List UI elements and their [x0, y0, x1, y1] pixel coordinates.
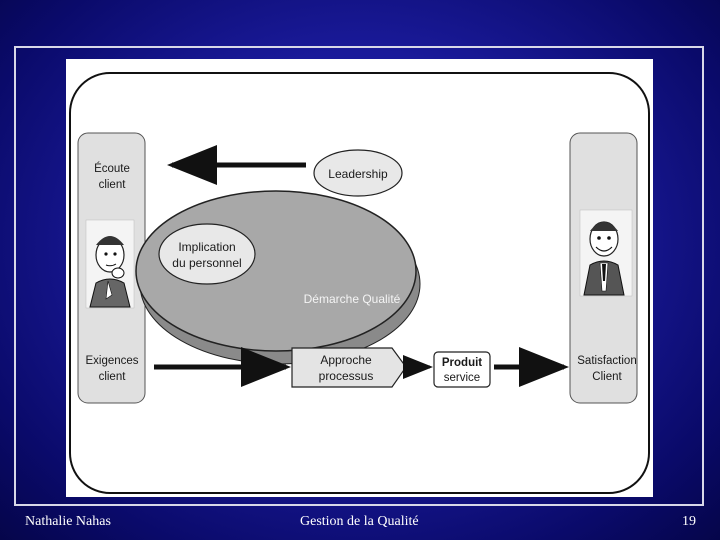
diagram-area: Leadership Implication du personnel Déma…	[66, 59, 653, 497]
footer-title: Gestion de la Qualité	[300, 514, 419, 529]
footer-author: Nathalie Nahas	[25, 514, 111, 529]
produit-label-line1: Produit	[442, 357, 482, 369]
implication-bubble	[158, 223, 256, 285]
ecoute-label-line1: Écoute	[94, 162, 130, 175]
implication-label-line2: du personnel	[172, 256, 241, 270]
exigences-label-line2: client	[99, 371, 127, 383]
leadership-bubble	[313, 149, 403, 197]
approche-processus-box	[291, 347, 407, 388]
satisfaction-label-line1: Satisfaction	[577, 355, 636, 367]
implication-label-line1: Implication	[178, 240, 235, 254]
footer-page-number: 19	[682, 514, 696, 529]
leadership-label: Leadership	[328, 167, 388, 181]
produit-label-line2: service	[444, 372, 480, 384]
approche-label-line1: Approche	[320, 353, 372, 367]
quality-approach-diagram: Leadership Implication du personnel Déma…	[69, 72, 650, 494]
satisfaction-label-line2: Client	[592, 371, 622, 383]
happy-client-illustration	[579, 209, 633, 297]
demarche-qualite-label: Démarche Qualité	[304, 292, 401, 306]
exigences-label-line1: Exigences	[85, 355, 138, 367]
produit-service-box	[433, 351, 491, 388]
thinking-person-illustration	[85, 219, 135, 309]
slide-frame	[14, 46, 704, 506]
approche-label-line2: processus	[319, 369, 374, 383]
ecoute-label-line2: client	[99, 179, 127, 191]
